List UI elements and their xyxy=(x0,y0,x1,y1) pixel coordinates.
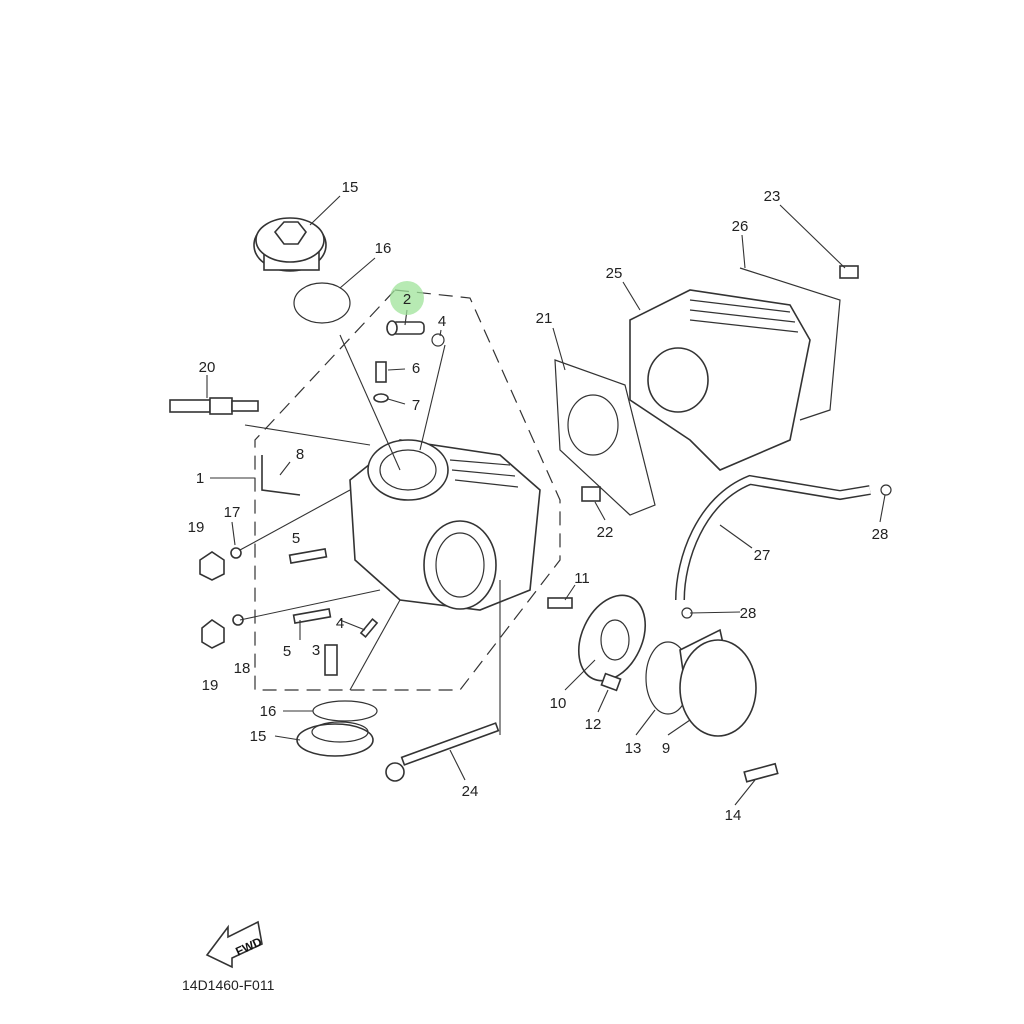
leader-lines xyxy=(206,195,886,806)
part-21-bore xyxy=(567,394,619,456)
part-2-plug xyxy=(386,320,425,336)
callout-6[interactable]: 6 xyxy=(412,360,420,377)
callout-26[interactable]: 26 xyxy=(732,218,749,235)
callout-1[interactable]: 1 xyxy=(196,470,204,487)
part-26-gasket xyxy=(739,267,841,421)
part-14-bolt xyxy=(743,762,779,783)
part-15-cap-lower xyxy=(296,721,374,757)
part-7-washer xyxy=(373,393,389,403)
callout-19-lower[interactable]: 19 xyxy=(202,677,219,694)
callout-23[interactable]: 23 xyxy=(764,188,781,205)
callout-15-lower[interactable]: 15 xyxy=(250,728,267,745)
callout-20[interactable]: 20 xyxy=(199,359,216,376)
part-4-o-ring xyxy=(431,333,445,347)
part-25-cylinder xyxy=(629,289,811,471)
part-10-plate xyxy=(578,594,646,682)
callout-25[interactable]: 25 xyxy=(606,265,623,282)
callout-14[interactable]: 14 xyxy=(725,807,742,824)
part-22-dowel xyxy=(581,486,601,502)
callout-11[interactable]: 11 xyxy=(574,570,590,587)
callout-18[interactable]: 18 xyxy=(234,660,251,677)
part-23-dowel xyxy=(839,265,859,279)
callout-9[interactable]: 9 xyxy=(662,740,670,757)
part-6-bolt xyxy=(375,361,387,383)
forward-direction-arrow-icon: FWD xyxy=(205,920,264,969)
part-12-damper xyxy=(600,672,622,692)
callout-12[interactable]: 12 xyxy=(585,716,602,733)
callout-8[interactable]: 8 xyxy=(296,446,304,463)
part-16-o-ring xyxy=(293,282,351,324)
part-15-oil-filler-cap xyxy=(253,217,327,272)
callout-5-lower[interactable]: 5 xyxy=(283,643,291,660)
part-19-bolt-lower xyxy=(201,619,225,649)
part-24-long-bolt xyxy=(385,722,500,782)
callout-21[interactable]: 21 xyxy=(536,310,553,327)
part-8-pipe xyxy=(261,455,301,496)
part-11-bolt xyxy=(547,597,573,609)
part-16-o-ring-lower xyxy=(312,700,378,722)
part-3-plug xyxy=(324,644,338,676)
callout-5[interactable]: 5 xyxy=(292,530,300,547)
callout-19[interactable]: 19 xyxy=(188,519,205,536)
callout-22[interactable]: 22 xyxy=(597,524,614,541)
callout-16[interactable]: 16 xyxy=(375,240,392,257)
part-9-cover xyxy=(679,628,757,737)
part-5-stud-lower xyxy=(292,608,332,624)
callout-16-lower[interactable]: 16 xyxy=(260,703,277,720)
callout-4[interactable]: 4 xyxy=(438,313,446,330)
callout-2[interactable]: 2 xyxy=(403,291,411,308)
part-18-washer xyxy=(232,614,244,626)
part-21-gasket xyxy=(554,359,656,516)
callout-15[interactable]: 15 xyxy=(342,179,359,196)
cylinder-head-body xyxy=(349,439,541,611)
cylinder-head-assembly-outline xyxy=(254,289,561,691)
part-19-bolt xyxy=(199,551,225,581)
part-28-clip xyxy=(880,484,892,496)
callout-4-lower[interactable]: 4 xyxy=(336,615,344,632)
callout-24[interactable]: 24 xyxy=(462,783,479,800)
callout-7[interactable]: 7 xyxy=(412,397,420,414)
part-17-washer xyxy=(230,547,242,559)
callout-27[interactable]: 27 xyxy=(754,547,771,564)
callout-13[interactable]: 13 xyxy=(625,740,642,757)
part-4-pin xyxy=(359,618,379,638)
selected-part-highlight xyxy=(390,281,424,315)
callout-28[interactable]: 28 xyxy=(872,526,889,543)
callout-3[interactable]: 3 xyxy=(312,642,320,659)
callout-17[interactable]: 17 xyxy=(224,504,241,521)
part-27-hose xyxy=(676,476,871,601)
callout-10[interactable]: 10 xyxy=(550,695,567,712)
part-20-spark-plug xyxy=(169,397,259,415)
diagram-code: 14D1460-F011 xyxy=(182,977,275,993)
part-5-stud xyxy=(288,548,328,564)
callout-28-lower[interactable]: 28 xyxy=(740,605,757,622)
